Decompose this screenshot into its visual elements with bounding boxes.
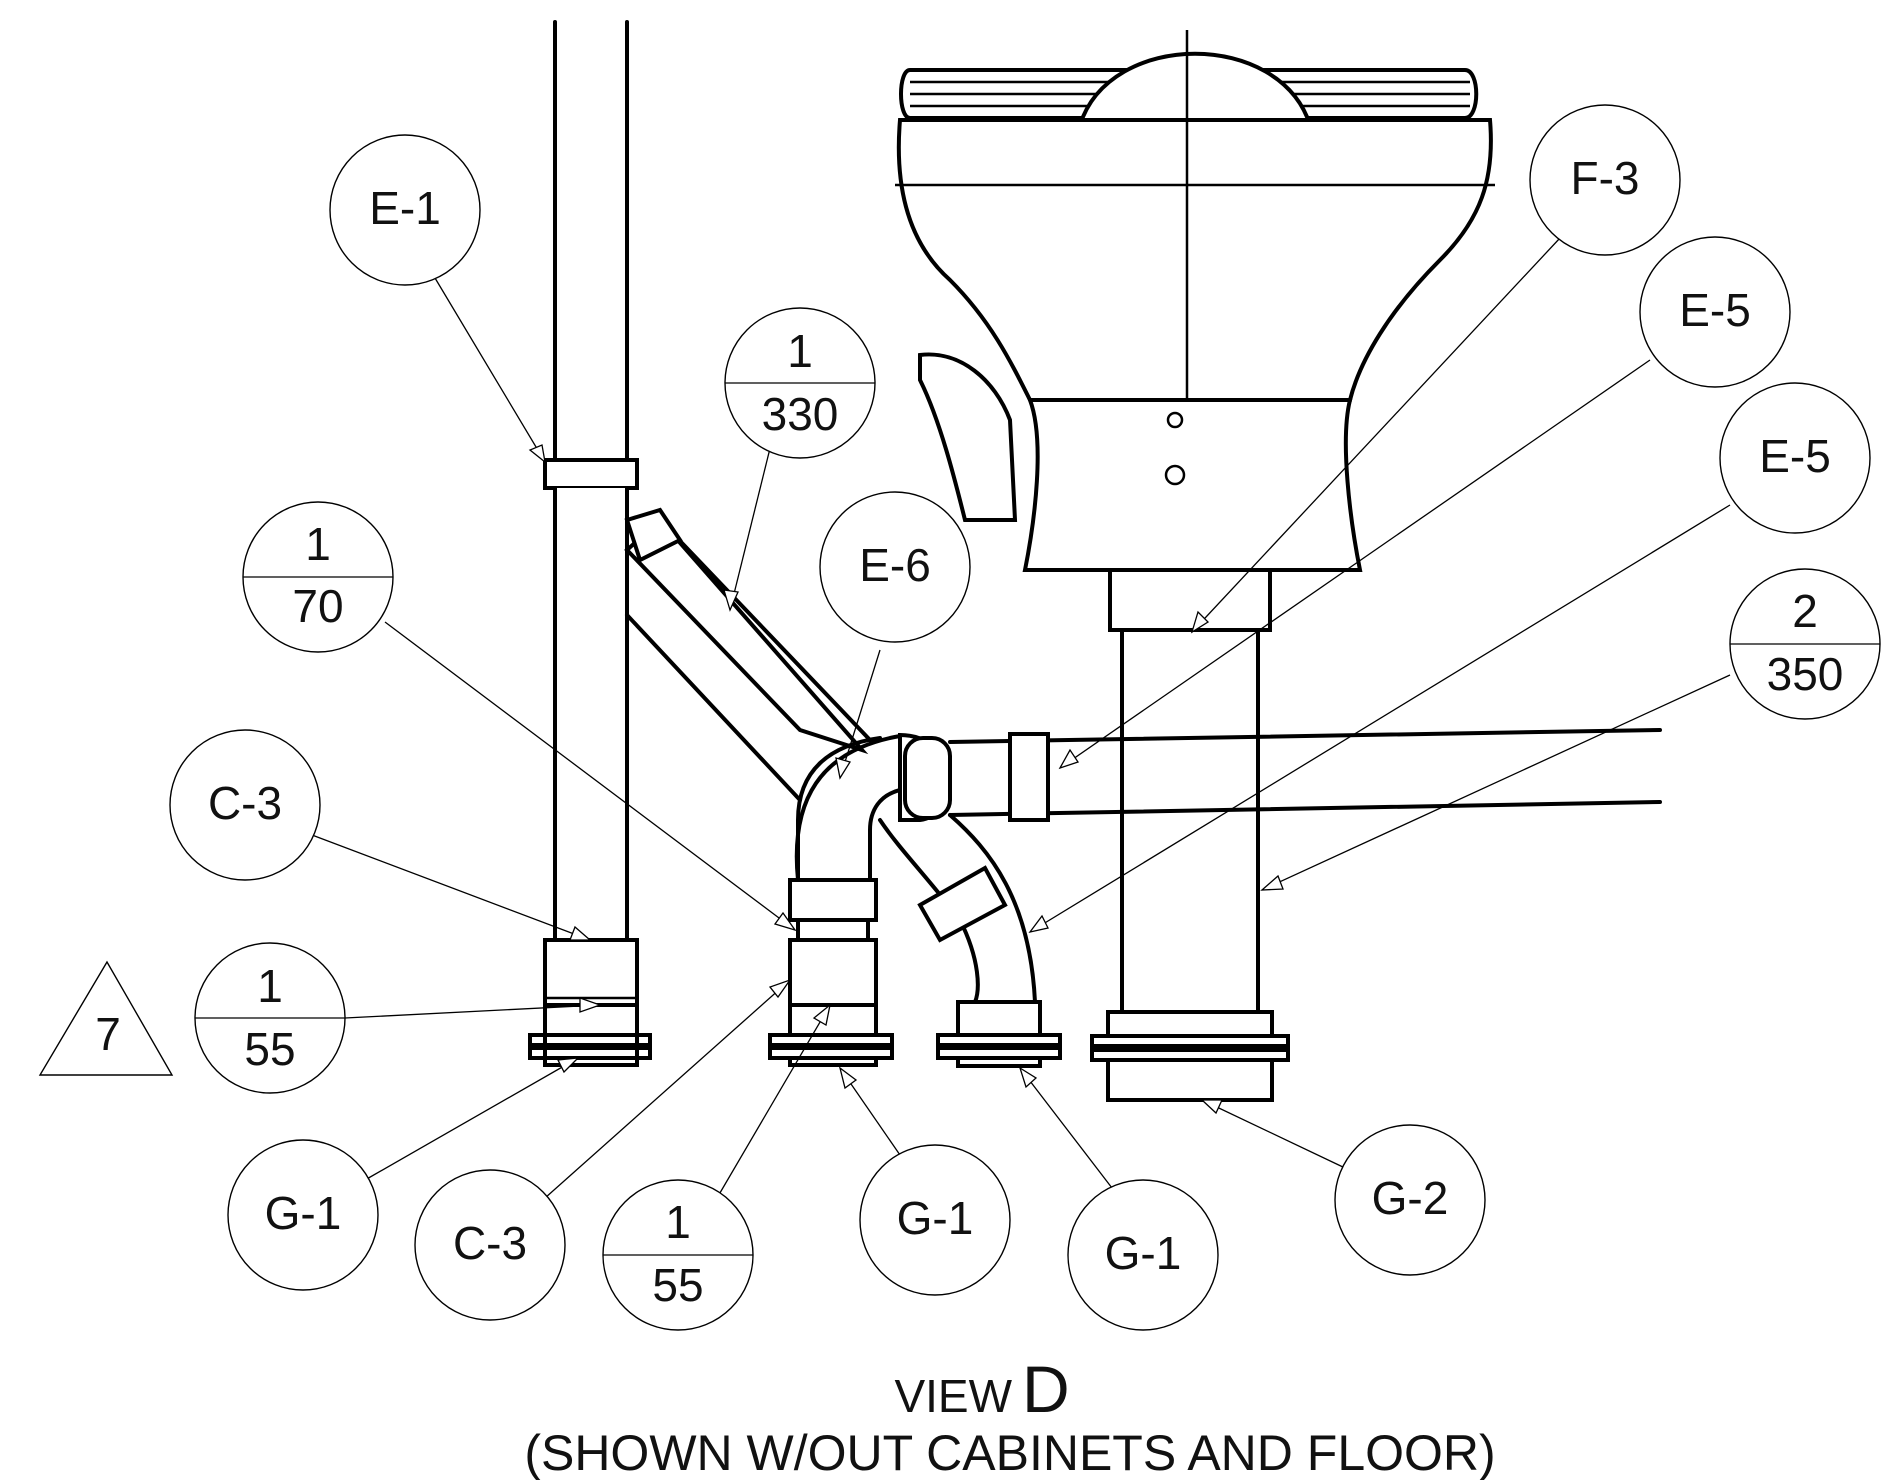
callout-e6-label: E-6 (859, 539, 931, 591)
right-drain-stack (1090, 568, 1290, 1102)
fraction-callout-1-70: 1 70 (242, 501, 394, 653)
view-title-prefix: VIEW (894, 1370, 1012, 1422)
callout-e1-label: E-1 (369, 182, 441, 234)
callout-e6: E-6 (819, 491, 971, 643)
callout-e5-upper: E-5 (1639, 236, 1791, 388)
view-title: VIEW D (SHOWN W/OUT CABINETS AND FLOOR) (524, 1352, 1495, 1480)
callout-g1-middle-label: G-1 (897, 1192, 974, 1244)
callout-e1: E-1 (329, 134, 481, 286)
callout-g1-middle: G-1 (859, 1144, 1011, 1296)
fraction-1-70-bottom: 70 (292, 580, 343, 632)
elbow-assembly (768, 728, 1662, 1068)
fraction-1-70-top: 1 (305, 518, 331, 570)
callout-g2-label: G-2 (1372, 1172, 1449, 1224)
fraction-1-55-left-bottom: 55 (244, 1023, 295, 1075)
fraction-1-55-left-top: 1 (257, 960, 283, 1012)
fraction-callout-1-55-bottom: 1 55 (602, 1179, 754, 1331)
revision-flag: 7 (38, 960, 174, 1076)
callout-f3-label: F-3 (1571, 152, 1640, 204)
left-vent-pipe (528, 20, 652, 1067)
callout-g1-left-label: G-1 (265, 1187, 342, 1239)
fraction-1-330-top: 1 (787, 325, 813, 377)
fraction-1-55-bottom-top: 1 (665, 1196, 691, 1248)
view-title-letter: D (1022, 1352, 1070, 1426)
callout-e5-upper-label: E-5 (1679, 284, 1751, 336)
revision-flag-number: 7 (95, 1008, 121, 1060)
toilet (895, 30, 1495, 572)
fraction-2-350-bottom: 350 (1767, 648, 1844, 700)
callout-f3: F-3 (1529, 104, 1681, 256)
callout-g1-right: G-1 (1067, 1179, 1219, 1331)
leader-lines (311, 237, 1731, 1199)
callout-e5-lower-label: E-5 (1759, 430, 1831, 482)
fraction-1-330-bottom: 330 (762, 388, 839, 440)
callout-g1-right-label: G-1 (1105, 1227, 1182, 1279)
fraction-callout-1-330: 1 330 (724, 307, 876, 459)
callout-c3-left: C-3 (169, 729, 321, 881)
callout-c3-bottom-label: C-3 (453, 1217, 527, 1269)
fraction-2-350-top: 2 (1792, 585, 1818, 637)
callout-g1-left: G-1 (227, 1139, 379, 1291)
callout-e5-lower: E-5 (1719, 382, 1871, 534)
view-subtitle: (SHOWN W/OUT CABINETS AND FLOOR) (524, 1425, 1495, 1480)
callout-g2: G-2 (1334, 1124, 1486, 1276)
callout-c3-bottom: C-3 (414, 1169, 566, 1321)
fraction-callout-1-55-left: 1 55 (194, 942, 346, 1094)
fraction-1-55-bottom-bottom: 55 (652, 1259, 703, 1311)
callout-c3-left-label: C-3 (208, 777, 282, 829)
fraction-callout-2-350: 2 350 (1729, 568, 1881, 720)
wye-branch-pipe (624, 507, 872, 802)
